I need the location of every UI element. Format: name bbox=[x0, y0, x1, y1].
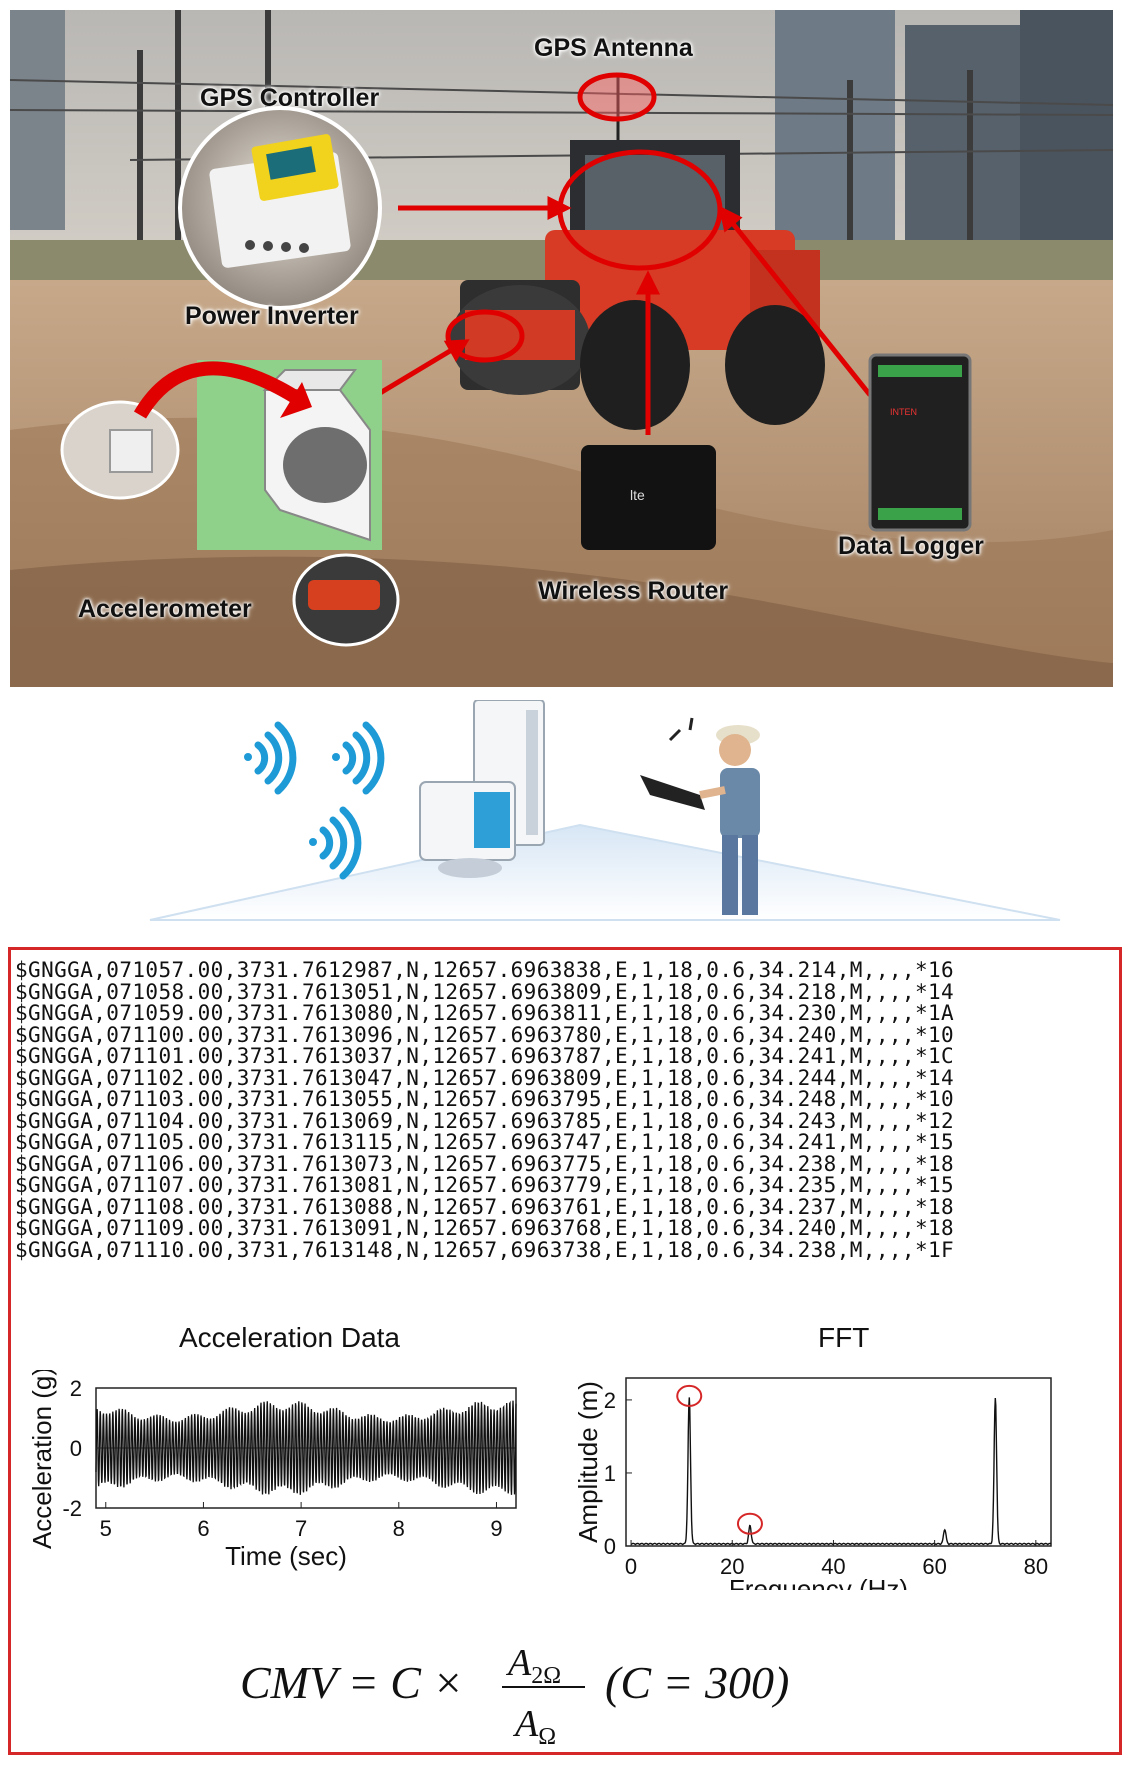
site-photo: lte INTEN GPS Antenna GPS Controller Pow… bbox=[10, 10, 1113, 687]
nmea-line: $GNGGA,071108.00,3731.7613088,N,12657.69… bbox=[15, 1194, 955, 1219]
nmea-line: $GNGGA,071057.00,3731.7612987,N,12657.69… bbox=[15, 958, 955, 982]
fft-ytick-label: 2 bbox=[604, 1388, 616, 1413]
fft-xtick-label: 80 bbox=[1024, 1554, 1048, 1579]
fft-peak-highlight bbox=[676, 1384, 703, 1407]
fft-xtick-label: 0 bbox=[625, 1554, 637, 1579]
cmv-formula-graphic: CMV = C × A2Ω AΩ (C = 300) bbox=[240, 1642, 789, 1750]
fft-chart-title: FFT bbox=[818, 1322, 870, 1353]
acceleration-ytick-label: -2 bbox=[62, 1496, 82, 1521]
roller-compactor bbox=[450, 75, 825, 430]
acceleration-ytick-label: 2 bbox=[70, 1376, 82, 1401]
svg-text:INTEN: INTEN bbox=[890, 407, 917, 417]
nmea-line: $GNGGA,071106.00,3731.7613073,N,12657.69… bbox=[15, 1151, 955, 1176]
acceleration-chart-title: Acceleration Data bbox=[179, 1322, 401, 1353]
acceleration-xtick-label: 5 bbox=[100, 1516, 112, 1541]
acceleration-ytick-label: 0 bbox=[70, 1436, 82, 1461]
label-gps-controller: GPS Controller bbox=[200, 84, 380, 112]
label-gps-antenna: GPS Antenna bbox=[534, 34, 693, 62]
server-computer-icon bbox=[419, 699, 545, 878]
formula-numerator: A2Ω bbox=[505, 1642, 561, 1689]
fft-xtick-label: 40 bbox=[821, 1554, 845, 1579]
worker-with-laptop-icon bbox=[640, 717, 760, 915]
acceleration-xtick-label: 8 bbox=[393, 1516, 405, 1541]
wifi-icon bbox=[244, 721, 297, 795]
fft-xlabel: Frequency (Hz) bbox=[729, 1574, 908, 1590]
building bbox=[1020, 10, 1113, 270]
label-wireless-router: Wireless Router bbox=[538, 577, 729, 605]
wireless-router: lte bbox=[581, 445, 716, 550]
fft-ytick-label: 0 bbox=[604, 1534, 616, 1559]
gps-antenna-highlight bbox=[577, 72, 657, 122]
fft-plot-frame bbox=[625, 1377, 1052, 1547]
router-brand: lte bbox=[630, 487, 645, 503]
acceleration-xlabel: Time (sec) bbox=[225, 1541, 347, 1571]
data-logger: INTEN bbox=[868, 353, 972, 532]
wifi-icon bbox=[332, 721, 385, 795]
accelerometer-drawing bbox=[60, 360, 400, 647]
building bbox=[905, 25, 1025, 255]
formula-lhs: CMV = C × bbox=[240, 1657, 464, 1708]
formula-constant: (C = 300) bbox=[605, 1657, 789, 1708]
fft-xtick-label: 20 bbox=[720, 1554, 744, 1579]
label-data-logger: Data Logger bbox=[838, 532, 984, 560]
nmea-line: $GNGGA,071059.00,3731.7613080,N,12657.69… bbox=[15, 1001, 955, 1025]
nmea-line: $GNGGA,071058.00,3731.7613051,N,12657.69… bbox=[15, 979, 955, 1004]
acceleration-xtick-label: 9 bbox=[490, 1516, 502, 1541]
label-accelerometer: Accelerometer bbox=[78, 595, 252, 623]
fft-xtick-label: 60 bbox=[922, 1554, 946, 1579]
building bbox=[775, 10, 895, 250]
label-power-inverter: Power Inverter bbox=[185, 302, 359, 330]
nmea-line: $GNGGA,071104.00,3731.7613069,N,12657.69… bbox=[15, 1108, 955, 1133]
gps-controller-inset bbox=[178, 106, 382, 310]
nmea-line: $GNGGA,071100.00,3731.7613096,N,12657.69… bbox=[15, 1022, 955, 1047]
fft-peak-highlight bbox=[736, 1512, 763, 1535]
fft-series-line bbox=[630, 1397, 1052, 1546]
nmea-line: $GNGGA,071109.00,3731.7613091,N,12657.69… bbox=[15, 1216, 955, 1240]
nmea-line: $GNGGA,071102.00,3731.7613047,N,12657.69… bbox=[15, 1065, 955, 1090]
accelerometer-mount-highlight bbox=[445, 309, 525, 363]
nmea-line: $GNGGA,071105.00,3731.7613115,N,12657.69… bbox=[15, 1130, 955, 1154]
acceleration-xtick-label: 7 bbox=[295, 1516, 307, 1541]
connection-arrows bbox=[358, 195, 872, 435]
fft-ytick-label: 1 bbox=[604, 1461, 616, 1486]
formula-denominator: AΩ bbox=[512, 1703, 556, 1750]
nmea-line: $GNGGA,071110.00,3731,7613148,N,12657,69… bbox=[15, 1237, 955, 1262]
fft-ylabel: Amplitude (m) bbox=[573, 1381, 603, 1543]
nmea-line: $GNGGA,071103.00,3731.7613055,N,12657.69… bbox=[15, 1087, 955, 1111]
acceleration-series-line bbox=[95, 1400, 517, 1495]
wifi-icon bbox=[309, 806, 362, 880]
cmv-formula: CMV = C × A2Ω AΩ (C = 300) bbox=[240, 1640, 860, 1766]
building bbox=[10, 10, 65, 230]
network-graphic bbox=[149, 699, 1061, 921]
nmea-line: $GNGGA,071101.00,3731.7613037,N,12657.69… bbox=[15, 1044, 955, 1068]
acceleration-ylabel: Acceleration (g) bbox=[27, 1370, 57, 1549]
photo-illustration: lte INTEN bbox=[10, 10, 1113, 687]
nmea-line: $GNGGA,071107.00,3731.7613081,N,12657.69… bbox=[15, 1173, 955, 1197]
acceleration-xtick-label: 6 bbox=[197, 1516, 209, 1541]
nmea-log: $GNGGA,071057.00,3731.7612987,N,12657.69… bbox=[15, 958, 955, 1262]
network-illustration bbox=[0, 699, 1133, 930]
data-panel: $GNGGA,071057.00,3731.7612987,N,12657.69… bbox=[8, 947, 1122, 1755]
